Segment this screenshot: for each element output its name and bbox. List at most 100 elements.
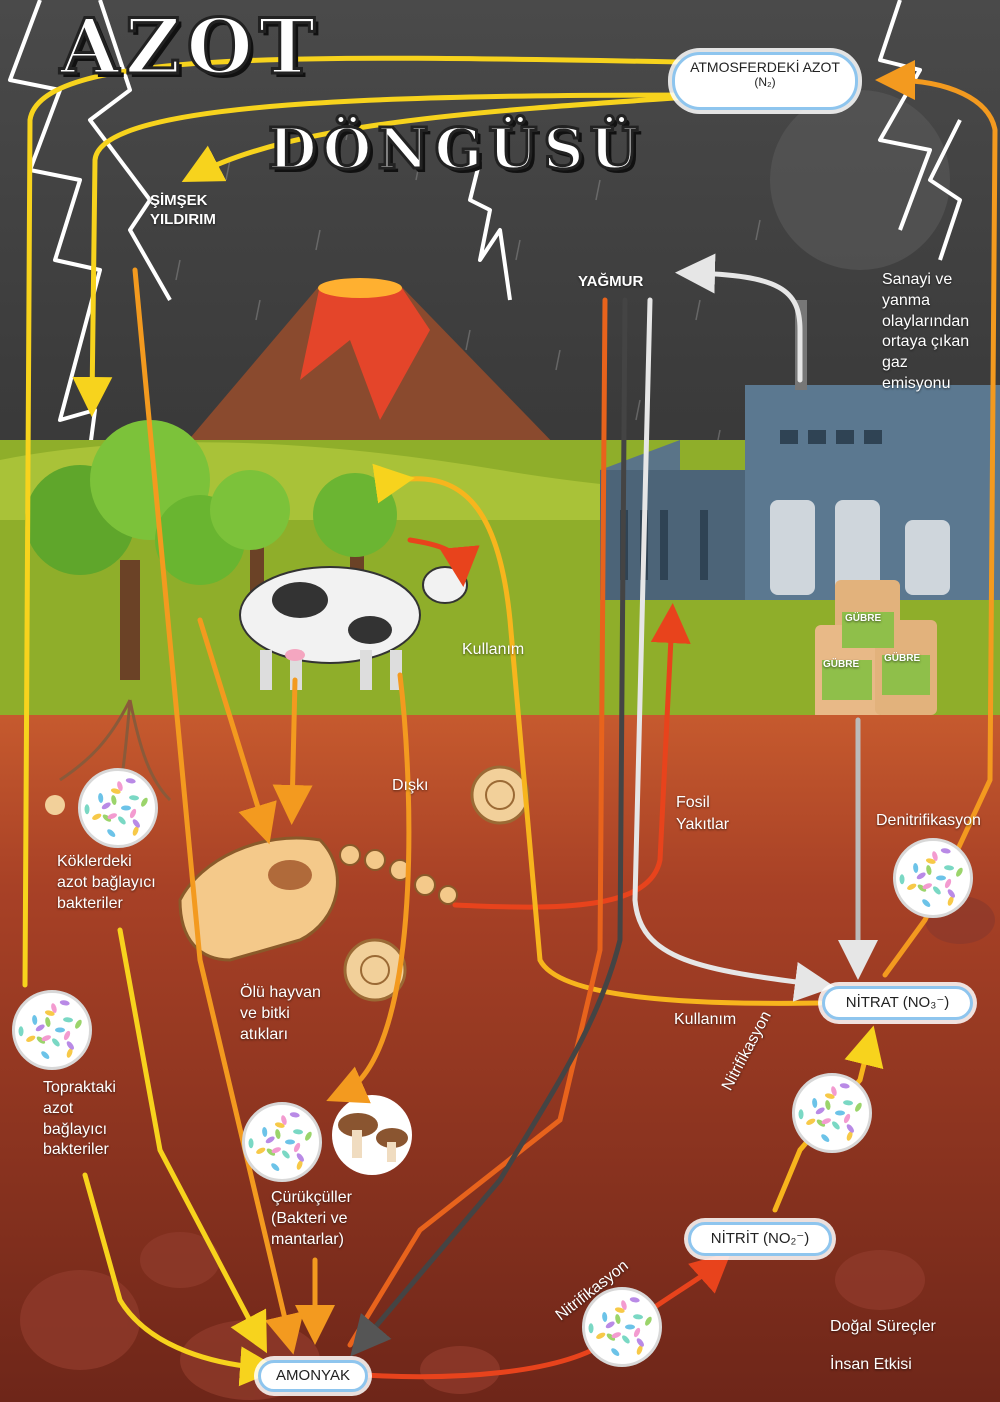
denitrification-label: Denitrifikasyon [876, 812, 981, 829]
atmospheric-nitrogen-formula: (N₂) [754, 75, 776, 89]
bacterium [944, 878, 952, 889]
legend-natural-label: Doğal Süreçler [830, 1318, 936, 1335]
bacterium [947, 896, 954, 906]
bacterium [265, 1136, 275, 1144]
bacterium [821, 1134, 830, 1142]
bacterium [825, 1100, 831, 1110]
ammonia-node: AMONYAK [258, 1360, 368, 1392]
feces-label: Dışkı [392, 777, 429, 794]
bacterium [596, 1332, 606, 1339]
bacterium [611, 1348, 620, 1356]
bacterium [84, 804, 90, 815]
bacterium [625, 1324, 635, 1330]
bacterium [940, 848, 951, 854]
bacterium [256, 1147, 266, 1154]
bacterium [107, 829, 116, 837]
bacterium [629, 1297, 640, 1303]
bacterium [636, 1338, 644, 1347]
bacterium [916, 872, 926, 880]
fertilizer-label-2: GÜBRE [823, 659, 860, 670]
bacterium [588, 1323, 594, 1334]
usage-top-label: Kullanım [462, 641, 525, 658]
bacterium [63, 1017, 74, 1023]
bacterium [35, 1024, 45, 1032]
bacterium [832, 1121, 840, 1130]
ammonite-shell-icon [45, 765, 530, 1002]
bacterium [101, 802, 111, 810]
bacterium [296, 1160, 303, 1170]
bacterium [121, 805, 131, 811]
bacterium [271, 1147, 281, 1154]
fossil-fuels-label: Fosil Yakıtlar [676, 792, 729, 837]
bacterium [281, 1115, 287, 1125]
rain-streaks [175, 119, 761, 451]
soil-bacteria-icon [12, 990, 92, 1070]
root-bacteria-line-2: azot bağlayıcı [57, 873, 156, 891]
bacterium [621, 1300, 627, 1310]
industry-line-3: olaylarından [882, 312, 970, 330]
bacterium [843, 1113, 851, 1124]
dead-matter-label: Ölü hayvan ve bitki atıkları [240, 983, 321, 1045]
bacterium [98, 792, 104, 803]
root-bacteria-label: Köklerdeki azot bağlayıcı bakteriler [57, 852, 156, 914]
bacterium [835, 1110, 845, 1116]
bacterium [296, 1153, 304, 1162]
bacterium [855, 1102, 862, 1112]
nitrite-node: NİTRİT (NO₂⁻) [688, 1222, 832, 1256]
bacterium [926, 865, 932, 875]
soil-bacteria-line-4: bakteriler [43, 1141, 109, 1159]
legend-human-label: İnsan Etkisi [830, 1356, 912, 1373]
fossil-line-1: Fosil [676, 794, 710, 811]
bacterium [922, 883, 932, 890]
bacterium [52, 1038, 60, 1047]
root-bacteria-icon [78, 768, 158, 848]
nitrification-bacteria-upper-icon [792, 1073, 872, 1153]
industry-line-1: Sanayi ve [882, 271, 953, 288]
bacterium [602, 1311, 608, 1322]
bacterium [936, 875, 946, 881]
bacterium [907, 883, 917, 890]
atmospheric-nitrogen-node: ATMOSFERDEKİ AZOT (N₂) [672, 52, 858, 110]
bacterium [293, 1129, 304, 1135]
bacterium [615, 1314, 621, 1324]
bacterium [44, 1010, 55, 1016]
bacterium [846, 1131, 853, 1141]
bacterium [92, 813, 102, 820]
bacterium [925, 858, 936, 864]
bacterium [262, 1126, 268, 1137]
soil-bacteria-line-3: bağlayıcı [43, 1120, 108, 1138]
lightning-line-1: ŞİMŞEK [150, 192, 208, 209]
bacterium [18, 1026, 24, 1037]
bacteria-dots [84, 778, 148, 837]
lightning-line-2: YILDIRIM [150, 210, 216, 228]
bacterium [102, 814, 112, 822]
bacterium [932, 851, 938, 861]
bacterium [132, 826, 139, 836]
industry-line-2: yanma [882, 291, 931, 309]
bacterium [956, 867, 963, 877]
bacterium [132, 819, 140, 828]
bacterium [831, 1086, 837, 1096]
bacterium [282, 1150, 290, 1159]
fertilizer-sack-icon [815, 580, 937, 720]
bacterium [141, 797, 148, 807]
bacterium [636, 1345, 643, 1355]
bacterium [944, 865, 955, 871]
bacterium [285, 1139, 295, 1145]
bacterium [111, 795, 117, 805]
soil-bacteria-line-2: azot [43, 1099, 74, 1117]
industry-line-5: gaz [882, 354, 908, 372]
bacterium [32, 1014, 38, 1025]
bacterium [66, 1048, 73, 1058]
nitrate-node: NİTRAT (NO₃⁻) [822, 986, 973, 1020]
bacterium [266, 1148, 276, 1156]
bacterium [41, 1051, 50, 1059]
bacterium [118, 816, 126, 825]
industry-emission-label: Sanayi ve yanma olaylarından ortaya çıka… [882, 270, 969, 395]
nitrification-bacteria-lower-icon [582, 1287, 662, 1367]
bacterium [806, 1118, 816, 1125]
bacterium [26, 1035, 36, 1042]
decomposers-line-2: (Bakteri ve [271, 1209, 348, 1227]
bacterium [947, 889, 955, 898]
